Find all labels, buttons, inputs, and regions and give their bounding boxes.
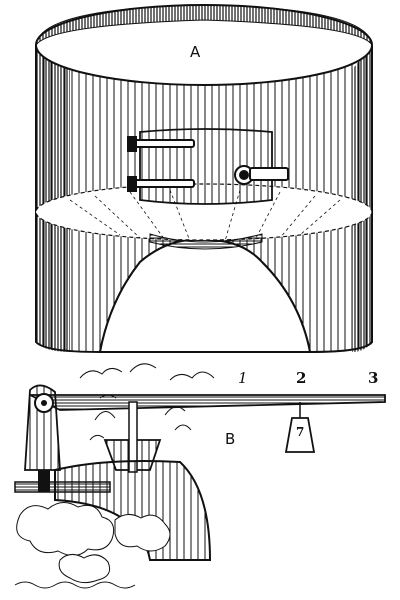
lever-mark-1: 1 bbox=[238, 369, 248, 387]
lever-mark-3: 3 bbox=[368, 369, 379, 387]
tent-right-shade bbox=[352, 45, 372, 352]
figure-b-valve bbox=[14, 363, 386, 589]
weight-block bbox=[284, 417, 316, 453]
tent-door-hinges bbox=[127, 136, 195, 192]
tent-rim-inner-shade bbox=[35, 4, 373, 46]
steam-clouds bbox=[16, 502, 171, 584]
figure-a-label: A bbox=[190, 43, 201, 61]
lever-arm bbox=[29, 394, 386, 411]
base-bolt bbox=[38, 470, 50, 492]
tent-floor-band bbox=[149, 233, 263, 250]
weight-label: 7 bbox=[296, 425, 305, 439]
figure-a-tent bbox=[35, 4, 373, 354]
tent-door-latch bbox=[234, 165, 289, 185]
tent-floor-dashed bbox=[35, 183, 373, 241]
tent-left-shade bbox=[36, 45, 70, 352]
lever-mark-2: 2 bbox=[296, 369, 307, 387]
tent-floor-ribs bbox=[69, 189, 341, 242]
boiler-dome bbox=[54, 460, 212, 561]
ground-line bbox=[14, 581, 136, 589]
figure-b-label: B bbox=[225, 430, 236, 448]
